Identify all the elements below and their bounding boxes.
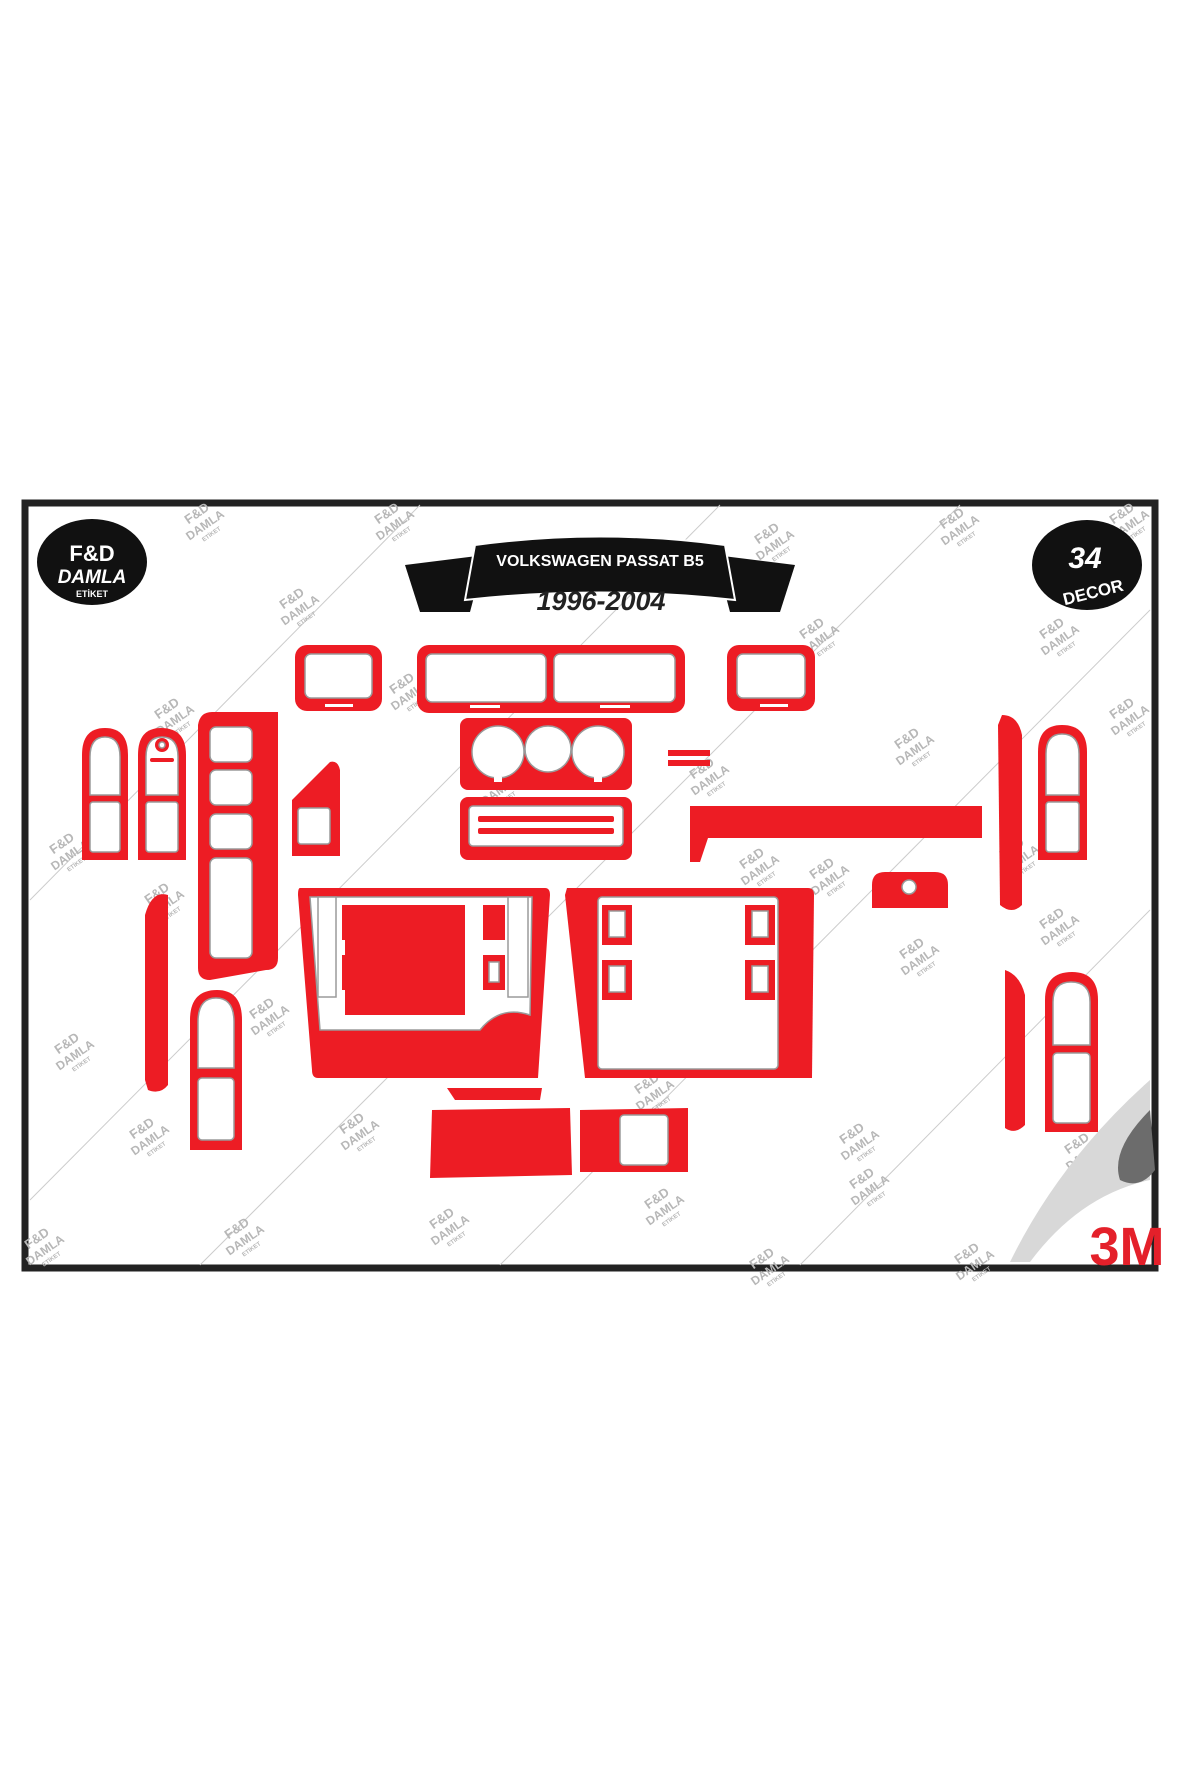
brand-logo: F&D DAMLA ETİKET <box>37 519 147 605</box>
piece-cup-holder-cover <box>580 1108 688 1172</box>
brand-3m-logo: 3M <box>1089 1217 1164 1277</box>
banner-model-text: VOLKSWAGEN PASSAT B5 <box>496 553 704 570</box>
decor-count-badge: 34 DECOR <box>1032 520 1142 610</box>
piece-driver-window-switch-panel <box>198 712 278 980</box>
piece-hazard-button-trim <box>872 872 948 908</box>
piece-center-vent-frame <box>417 645 685 713</box>
piece-radio-trim <box>460 797 632 860</box>
piece-ashtray-cover <box>430 1108 572 1178</box>
brand-logo-line2: DAMLA <box>58 567 127 588</box>
piece-climate-dials <box>460 718 632 790</box>
brand-logo-line3: ETİKET <box>76 589 109 599</box>
banner-years-text: 1996-2004 <box>536 586 665 616</box>
decor-count: 34 <box>1068 542 1102 575</box>
model-banner: VOLKSWAGEN PASSAT B5 1996-2004 <box>405 535 795 616</box>
piece-left-door-handle-1 <box>82 728 128 860</box>
piece-left-console-panel <box>298 888 550 1078</box>
piece-right-console-panel <box>565 888 814 1078</box>
piece-left-rear-handle <box>190 990 242 1150</box>
piece-right-door-strip <box>998 715 1022 910</box>
piece-console-bottom-strip <box>447 1088 542 1100</box>
sticker-curl <box>1010 1080 1155 1262</box>
brand-logo-line1: F&D <box>69 541 114 566</box>
piece-left-mirror-switch <box>138 728 186 860</box>
piece-right-door-handle <box>1038 725 1087 860</box>
piece-left-vent-frame <box>295 645 382 711</box>
piece-left-switch-cover <box>292 761 340 856</box>
piece-right-vent-frame <box>727 645 815 711</box>
piece-right-rear-handle <box>1045 972 1098 1132</box>
piece-dash-long-strip <box>690 806 982 862</box>
piece-right-rear-strip <box>1005 970 1025 1131</box>
piece-left-door-strip <box>145 894 168 1092</box>
piece-small-strip-2 <box>668 760 710 766</box>
piece-small-strip-1 <box>668 750 710 756</box>
